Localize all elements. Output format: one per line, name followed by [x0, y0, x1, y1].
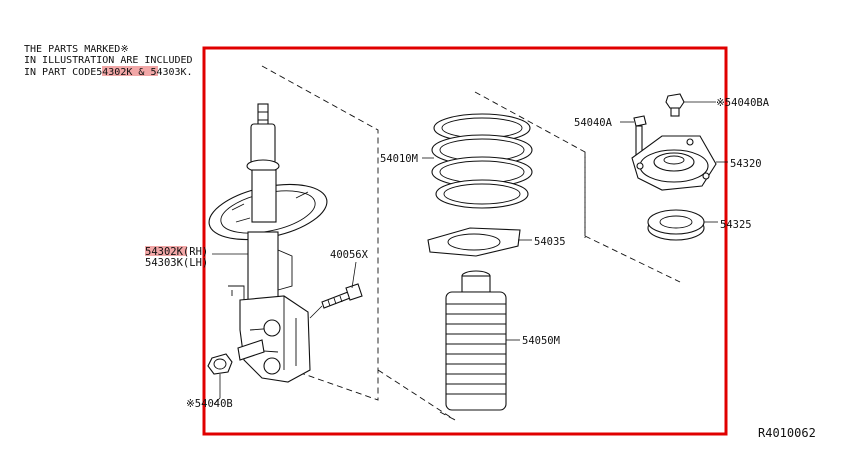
knuckle-bracket: [239, 295, 311, 383]
label-strut-rh: 54302K(RH): [145, 246, 208, 258]
label-bolt: 40056X: [330, 249, 369, 261]
red-frame: [202, 46, 728, 436]
note-line-2: IN ILLUSTRATION ARE INCLUDED: [24, 55, 193, 66]
label-mount-nut-top: ※54040BA: [716, 97, 770, 109]
strut-dashed-outline: [261, 65, 379, 401]
strut-body-upper: [251, 169, 277, 223]
rod-thread: [258, 111, 268, 121]
note-code-b: 54303K.: [150, 67, 192, 78]
bracket-hole-lower: [263, 357, 281, 375]
bracket-detail: [249, 296, 297, 370]
strut-collar: [250, 123, 276, 165]
bound-bumper-boot: [445, 270, 520, 411]
note-line-3: IN PART CODE54302K & 54303K.: [24, 67, 193, 78]
lower-nut: [207, 353, 233, 405]
label-strut-lh: 54303K(LH): [145, 257, 208, 269]
strut-rh-highlight: [145, 246, 187, 256]
strut-bracket: [277, 249, 293, 291]
mount-bearing: [647, 209, 718, 241]
label-spring-seat: 54035: [534, 236, 566, 248]
bolt-40056x: [309, 261, 363, 319]
label-bearing: 54325: [720, 219, 752, 231]
reference-id: R4010062: [758, 426, 816, 440]
label-lower-nut: ※54040B: [186, 398, 233, 410]
spring-seat-rubber: [427, 227, 532, 257]
note-highlight: [102, 66, 158, 76]
label-bound-bumper: 54050M: [522, 335, 560, 347]
hose-bracket: [228, 285, 245, 300]
label-mount: 54320: [730, 158, 762, 170]
note-amp: &: [132, 67, 150, 78]
note-line3-prefix: IN PART CODE: [24, 67, 96, 78]
lower-bolt: [237, 339, 265, 361]
note-code-a: 54302K: [96, 67, 132, 78]
note-line-1: THE PARTS MARKED※: [24, 44, 129, 55]
mount-stud-nut: [620, 115, 647, 157]
label-spring: 54010M: [380, 153, 418, 165]
mount-dashed-outline: [584, 152, 681, 283]
bracket-hole-upper: [263, 319, 281, 337]
mount-nut-top: [665, 93, 716, 117]
coil-spring: [422, 113, 533, 209]
label-mount-nut: 54040A: [574, 117, 613, 129]
seat-detail: [231, 191, 309, 223]
strut-assembly: [208, 103, 328, 383]
parts-note: THE PARTS MARKED※ IN ILLUSTRATION ARE IN…: [24, 44, 193, 78]
strut-mount-insulator: [631, 135, 728, 191]
